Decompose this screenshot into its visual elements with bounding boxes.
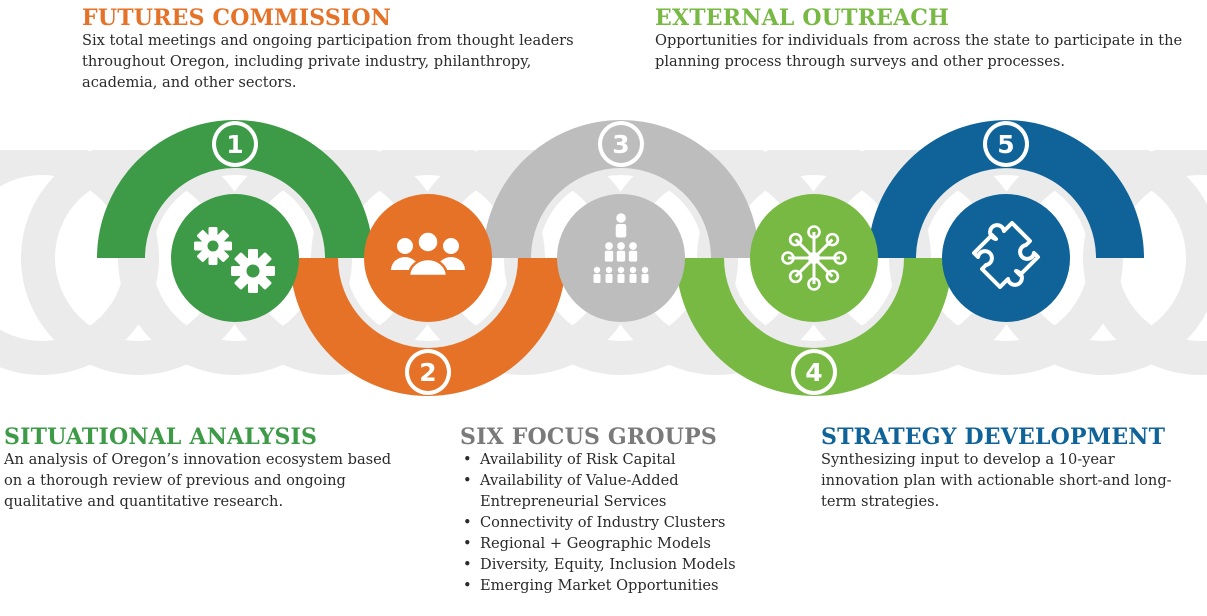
person-head [593,266,601,274]
step-badge-5: 5 [983,121,1029,167]
badge-fill [216,125,254,163]
person-head [629,242,637,250]
step-disc-5 [942,194,1070,322]
external-outreach-title: EXTERNAL OUTREACH [655,5,950,31]
people-pyramid-icon [593,213,649,283]
person-head [605,242,613,250]
list-item: Regional + Geographic Models [460,533,780,554]
external-outreach-section: EXTERNAL OUTREACH Opportunities for indi… [655,6,1200,72]
list-item: Diversity, Equity, Inclusion Models [460,554,780,575]
situational-analysis-section: SITUATIONAL ANALYSIS An analysis of Oreg… [4,425,409,512]
badge-fill [987,125,1025,163]
hub-node [825,269,840,284]
person-head [617,242,625,250]
person-head [605,266,613,274]
list-item: Connectivity of Industry Clusters [460,512,780,533]
person-head [617,266,625,274]
person-body [629,274,637,283]
person-head [616,213,626,223]
futures-commission-desc: Six total meetings and ongoing participa… [82,32,574,91]
hub-node [833,251,847,265]
person-body [617,274,625,283]
situational-analysis-title: SITUATIONAL ANALYSIS [4,424,318,450]
hub-node [807,277,821,291]
step-icons [194,213,1040,293]
person-body [605,274,613,283]
people-group-icon [391,230,465,278]
step-badges: 1 2 3 4 5 [212,121,1029,395]
focus-groups-list: Availability of Risk Capital Availabilit… [460,449,780,596]
list-item: Availability of Value-Added Entrepreneur… [460,470,780,512]
person-body [604,250,614,262]
step-badge-1: 1 [212,121,258,167]
step-number: 3 [612,130,629,159]
hub-center [808,252,820,264]
hub-node [807,225,821,239]
person-body [615,224,627,238]
focus-groups-title: SIX FOCUS GROUPS [460,424,717,450]
person-head [629,266,637,274]
step-number: 5 [997,130,1014,159]
external-outreach-desc: Opportunities for individuals from acros… [655,32,1183,70]
step-number: 1 [226,130,243,159]
hub-node [781,251,795,265]
step-badge-4: 4 [791,349,837,395]
strategy-development-desc: Synthesizing input to develop a 10-year … [821,451,1172,510]
badge-fill [409,353,447,391]
focus-groups-section: SIX FOCUS GROUPS Availability of Risk Ca… [460,425,780,596]
person-head [641,266,649,274]
person-body [616,250,626,262]
person-body [628,250,638,262]
hub-node [788,232,803,247]
network-hub-icon [781,225,847,291]
step-badge-3: 3 [598,121,644,167]
step-badge-2: 2 [405,349,451,395]
list-item: Emerging Market Opportunities [460,575,780,596]
person-body [593,274,601,283]
person-body [641,274,649,283]
situational-analysis-desc: An analysis of Oregon’s innovation ecosy… [4,451,392,510]
step-number: 4 [805,358,822,387]
badge-fill [602,125,640,163]
list-item: Availability of Risk Capital [460,449,780,470]
futures-commission-section: FUTURES COMMISSION Six total meetings an… [82,6,602,93]
hub-node [788,269,803,284]
step-number: 2 [419,358,436,387]
strategy-development-title: STRATEGY DEVELOPMENT [821,424,1166,450]
strategy-development-section: STRATEGY DEVELOPMENT Synthesizing input … [821,425,1191,512]
futures-commission-title: FUTURES COMMISSION [82,5,392,31]
gears-icon [194,227,275,293]
puzzle-piece-icon [972,221,1040,289]
hub-node [825,232,840,247]
badge-fill [795,353,833,391]
